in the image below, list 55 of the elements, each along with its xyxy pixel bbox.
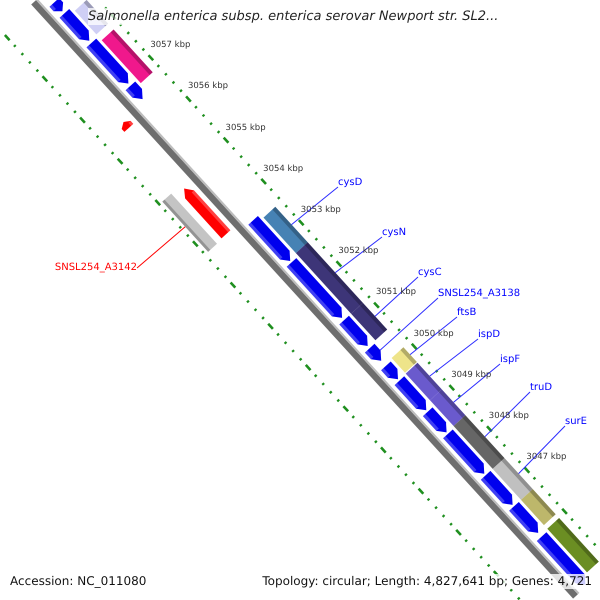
gene-label: cysN xyxy=(382,227,406,239)
leader-line xyxy=(374,276,418,317)
scale-label: 3055 kbp xyxy=(226,122,266,134)
leader-line xyxy=(334,236,382,274)
gene-feature xyxy=(126,82,143,100)
gene-label: ispF xyxy=(500,354,520,366)
gene-label: cysD xyxy=(338,177,362,189)
gene-feature xyxy=(480,470,513,505)
scale-label: 3056 kbp xyxy=(188,81,228,92)
scale-label: 3054 kbp xyxy=(263,164,304,175)
gene-label: cysC xyxy=(418,267,442,279)
leader-line xyxy=(136,226,186,268)
gene-bar xyxy=(430,389,466,426)
gene-bar xyxy=(162,194,217,252)
gene-feature xyxy=(122,120,134,132)
gene-bar xyxy=(547,518,599,572)
leader-line xyxy=(484,392,530,438)
gene-feature xyxy=(394,376,426,410)
gene-bar xyxy=(406,362,442,400)
leader-line xyxy=(291,186,338,226)
gene-label: truD xyxy=(530,382,552,394)
leader-line xyxy=(453,364,500,403)
leader-line xyxy=(518,426,566,474)
gene-feature xyxy=(286,258,342,318)
leader-line xyxy=(410,316,458,356)
gene-feature xyxy=(381,362,398,380)
diagram-title: Salmonella enterica subsp. enterica serovar Newport str. SL2... xyxy=(88,8,498,25)
gene-feature xyxy=(86,38,128,84)
leader-line xyxy=(380,298,438,351)
gene-label: ispD xyxy=(478,329,500,341)
gene-bar xyxy=(392,347,417,373)
gene-label: SNSL254_A3138 xyxy=(438,288,520,300)
gene-feature xyxy=(509,502,538,533)
gene-bar xyxy=(296,242,363,314)
gene-feature xyxy=(443,430,484,474)
gene-bar xyxy=(351,302,388,340)
gene-feature xyxy=(339,316,368,346)
gene-feature xyxy=(60,9,90,41)
gene-label: SNSL254_A3142 xyxy=(54,262,137,274)
scale-label: 3057 kbp xyxy=(150,40,190,52)
gene-feature xyxy=(184,188,230,238)
gene-feature xyxy=(422,407,447,432)
gene-feature xyxy=(50,0,64,12)
scale-label: 3051 kbp xyxy=(376,287,416,298)
gene-bar xyxy=(521,489,556,526)
gene-label: ftsB xyxy=(457,307,476,319)
scale-label: 3052 kbp xyxy=(338,246,378,258)
gene-label: surE xyxy=(565,416,587,428)
gene-bar xyxy=(102,30,153,84)
gene-feature xyxy=(364,344,382,361)
gene-feature xyxy=(248,216,290,261)
accession-text: Accession: NC_011080 xyxy=(10,574,146,589)
scale-label: 3050 kbp xyxy=(414,328,454,340)
gene-bar xyxy=(492,458,533,500)
leader-line xyxy=(429,338,478,377)
